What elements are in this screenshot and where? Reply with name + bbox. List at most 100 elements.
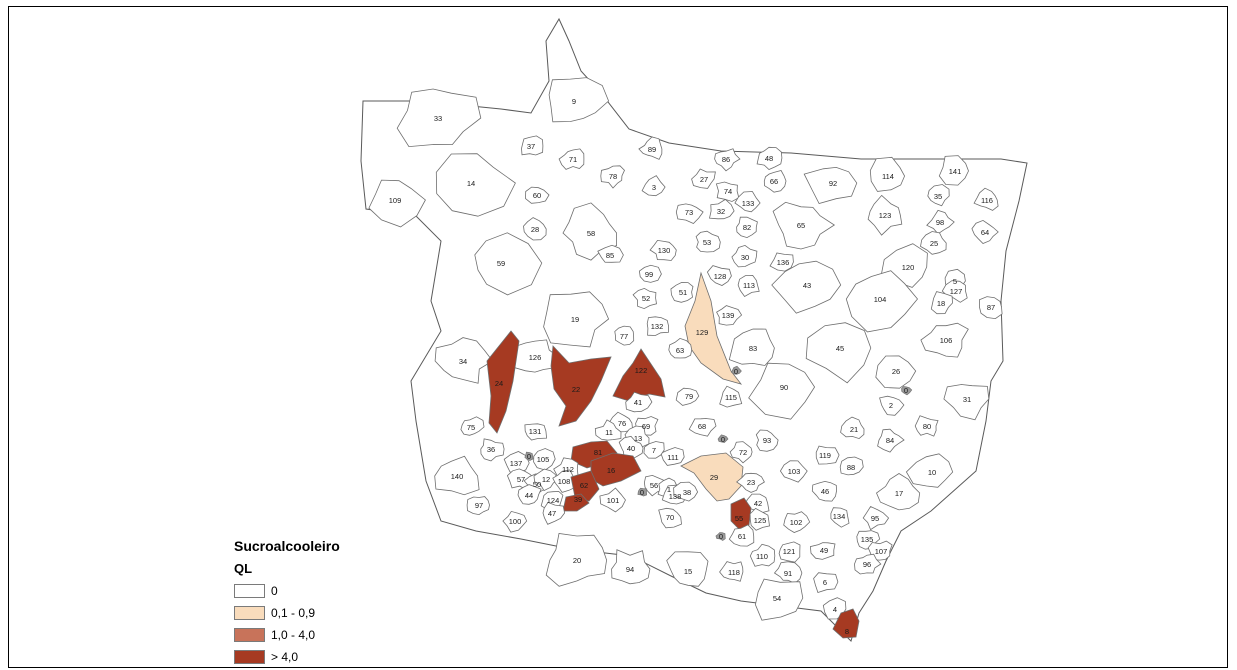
region-label-24: 24 [495, 379, 503, 388]
region-label-25: 25 [930, 239, 938, 248]
region-label-124: 124 [547, 496, 560, 505]
region-label-120: 120 [902, 263, 915, 272]
region-label-78: 78 [609, 172, 617, 181]
region-71 [558, 148, 585, 170]
region-label-130: 130 [658, 246, 671, 255]
region-label-101: 101 [607, 496, 620, 505]
region-label-73: 73 [685, 208, 693, 217]
region-105 [533, 448, 556, 471]
region-label-77: 77 [620, 332, 628, 341]
region-label-27: 27 [700, 175, 708, 184]
region-75 [460, 416, 485, 436]
region-label-53: 53 [703, 238, 711, 247]
region-121 [778, 541, 801, 563]
region-label-105: 105 [537, 455, 550, 464]
region-label-45: 45 [836, 344, 844, 353]
region-label-132: 132 [651, 322, 664, 331]
region-label-80: 80 [923, 422, 931, 431]
region-115 [719, 385, 743, 408]
region-label-48: 48 [765, 154, 773, 163]
region-111 [660, 447, 685, 466]
region-68 [688, 418, 717, 437]
region-label-6: 6 [823, 578, 827, 587]
region-label-18: 18 [937, 299, 945, 308]
region-79 [675, 387, 700, 406]
region-36 [480, 438, 505, 462]
region-label-89: 89 [648, 145, 656, 154]
region-82 [736, 216, 758, 239]
region-label-5: 5 [953, 277, 957, 286]
region-label-113: 113 [743, 281, 755, 290]
region-44 [517, 484, 542, 505]
region-label-9: 9 [572, 97, 576, 106]
region-37 [521, 135, 544, 156]
region-label-116: 116 [981, 196, 993, 205]
region-label-86: 86 [722, 155, 730, 164]
region-54 [754, 578, 804, 621]
region-label-3: 3 [652, 183, 656, 192]
region-label-58: 58 [587, 229, 595, 238]
region-48 [756, 146, 783, 170]
region-131 [524, 423, 548, 441]
region-label-141: 141 [949, 167, 962, 176]
region-11 [594, 419, 622, 441]
region-label-134: 134 [833, 512, 846, 521]
region-label-97: 97 [475, 501, 483, 510]
region-119 [815, 445, 840, 465]
legend-subtitle: QL [234, 561, 253, 576]
region-label-123: 123 [879, 211, 892, 220]
region-label-42: 42 [754, 499, 762, 508]
region-49 [809, 542, 836, 560]
region-label-131: 131 [529, 427, 542, 436]
region-2 [879, 395, 905, 416]
region-19 [543, 291, 610, 348]
region-7 [643, 441, 665, 459]
region-61 [728, 524, 755, 547]
region-80 [914, 415, 939, 437]
region-label-66: 66 [770, 177, 778, 186]
region-label-119: 119 [819, 451, 831, 460]
region-23 [736, 472, 765, 493]
region-label-108: 108 [558, 477, 571, 486]
region-72 [729, 441, 753, 464]
region-116 [973, 187, 999, 211]
region-label-109: 109 [389, 196, 402, 205]
region-label-26: 26 [892, 367, 900, 376]
region-29 [680, 452, 744, 502]
region-label-13: 13 [634, 434, 642, 443]
region-90 [748, 362, 816, 420]
region-8 [832, 608, 860, 639]
region-label-94: 94 [626, 565, 634, 574]
region-label-90: 90 [780, 383, 788, 392]
nodata-region [717, 434, 729, 443]
region-15 [666, 551, 709, 587]
nodata-region [715, 532, 726, 541]
region-label-21: 21 [850, 425, 858, 434]
region-label-68: 68 [698, 422, 706, 431]
region-30 [731, 244, 758, 268]
region-label-38: 38 [683, 488, 691, 497]
region-134 [830, 507, 850, 528]
region-label-17: 17 [895, 489, 903, 498]
nodata-label: 0 [719, 532, 723, 541]
legend-label-2: 1,0 - 4,0 [271, 627, 316, 642]
region-26 [875, 355, 917, 389]
region-41 [625, 391, 653, 413]
region-100 [502, 510, 528, 533]
region-106 [920, 322, 969, 358]
region-24 [486, 330, 520, 434]
region-40 [618, 435, 644, 461]
region-127 [941, 280, 968, 303]
region-label-34: 34 [459, 357, 467, 366]
region-31 [943, 384, 990, 421]
region-51 [670, 282, 694, 303]
region-label-30: 30 [741, 253, 749, 262]
region-label-50: 50 [533, 480, 541, 489]
region-label-140: 140 [451, 472, 464, 481]
region-label-138: 138 [669, 492, 682, 501]
region-label-72: 72 [739, 448, 747, 457]
region-label-99: 99 [645, 270, 653, 279]
region-3 [641, 175, 666, 197]
region-53 [695, 230, 721, 253]
